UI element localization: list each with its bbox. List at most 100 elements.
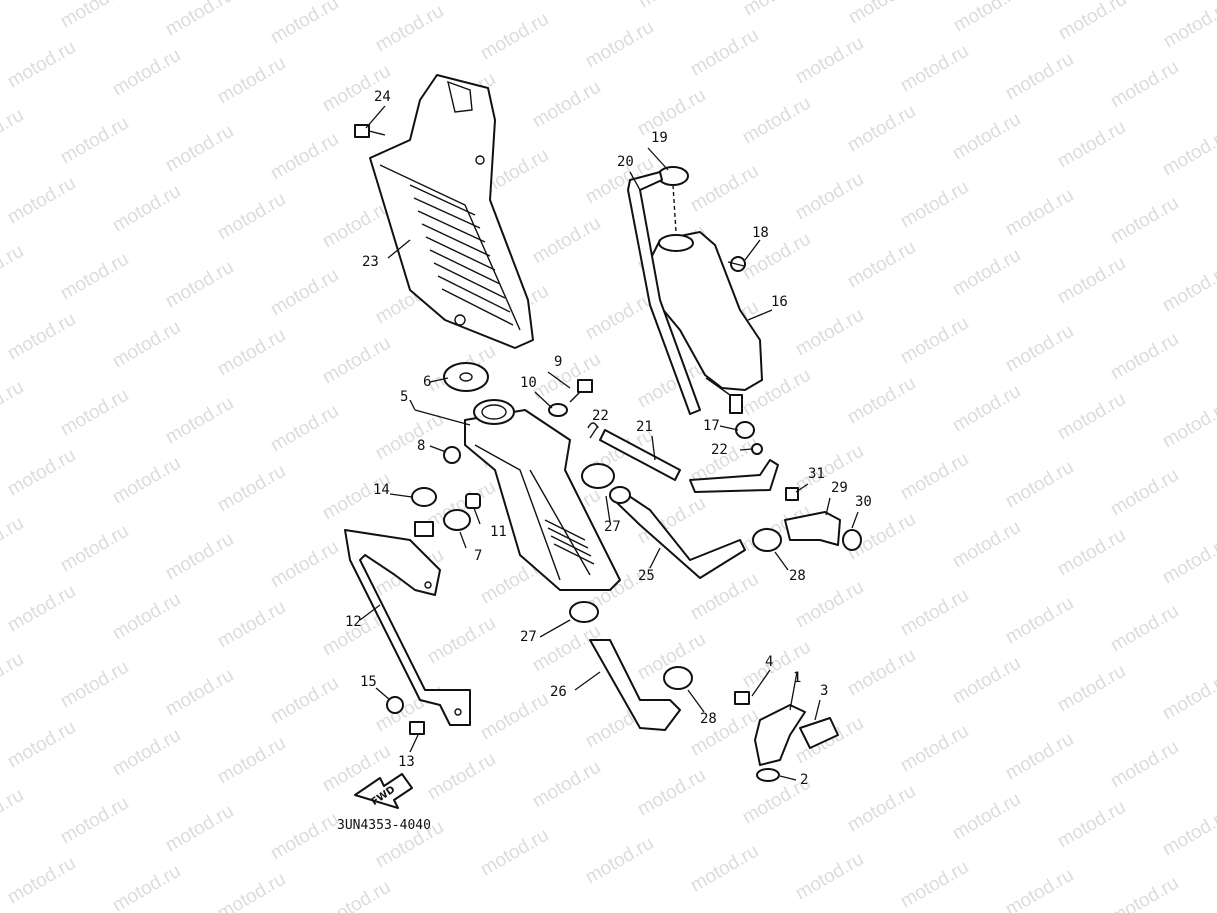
watermark-text: motod.ru [162, 801, 237, 857]
watermark-text: motod.ru [477, 9, 552, 65]
watermark-text: motod.ru [267, 809, 342, 865]
callout-7: 7 [474, 548, 482, 564]
bolt-9 [569, 379, 593, 403]
watermark-text: motod.ru [1054, 797, 1129, 853]
leader-line [375, 687, 391, 701]
o-ring-2 [756, 768, 780, 782]
watermark-text: motod.ru [792, 169, 867, 225]
callout-17: 17 [703, 418, 720, 434]
watermark-text: motod.ru [57, 113, 132, 169]
watermark-text: motod.ru [477, 689, 552, 745]
hose-25 [611, 489, 746, 579]
watermark-text: motod.ru [1159, 669, 1217, 725]
watermark-text: motod.ru [634, 85, 709, 141]
watermark-text: motod.ru [214, 325, 289, 381]
watermark-text: motod.ru [1054, 117, 1129, 173]
leader-line [647, 147, 669, 171]
watermark-text: motod.ru [1107, 737, 1182, 793]
callout-23: 23 [362, 254, 379, 270]
watermark-text: motod.ru [109, 317, 184, 373]
watermark-text: motod.ru [162, 529, 237, 585]
watermark-text: motod.ru [844, 237, 919, 293]
callout-25: 25 [638, 568, 655, 584]
leader-line [747, 309, 773, 321]
leader-line [739, 448, 753, 451]
callout-8: 8 [417, 438, 425, 454]
clip-22-right [751, 443, 763, 455]
watermark-text: motod.ru [162, 121, 237, 177]
callout-11: 11 [490, 524, 507, 540]
bolt-15 [386, 696, 404, 714]
watermark-text: motod.ru [1160, 0, 1217, 52]
fitting-29 [784, 511, 841, 546]
callout-16: 16 [771, 294, 788, 310]
watermark-text: motod.ru [57, 657, 132, 713]
watermark-text: motod.ru [4, 309, 79, 365]
callout-27-lower: 27 [520, 629, 537, 645]
radiator-cover [369, 74, 534, 349]
watermark-text: motod.ru [214, 461, 289, 517]
watermark-text: motod.ru [897, 857, 972, 913]
clamp-27-lower [569, 601, 599, 623]
watermark-text: motod.ru [1002, 49, 1077, 105]
watermark-text: motod.ru [57, 385, 132, 441]
watermark-text: motod.ru [4, 37, 79, 93]
leader-line [414, 409, 471, 426]
leader-line [779, 775, 797, 781]
watermark-text: motod.ru [687, 841, 762, 897]
watermark-text: motod.ru [162, 393, 237, 449]
leader-line [365, 105, 386, 129]
leader-line [547, 371, 571, 389]
watermark-text: motod.ru [267, 537, 342, 593]
watermark-text: motod.ru [372, 409, 447, 465]
watermark-text: motod.ru [372, 1, 447, 57]
watermark-text: motod.ru [1054, 389, 1129, 445]
watermark-text: motod.ru [949, 653, 1024, 709]
leader-line [651, 435, 656, 461]
watermark-text: motod.ru [792, 441, 867, 497]
watermark-text: motod.ru [109, 181, 184, 237]
watermark-text: motod.ru [0, 241, 27, 297]
watermark-text: motod.ru [109, 453, 184, 509]
watermark-text: motod.ru [897, 313, 972, 369]
radiator [464, 399, 621, 591]
clamp-27-upper [581, 463, 615, 489]
watermark-text: motod.ru [739, 637, 814, 693]
leader-line [789, 671, 798, 711]
watermark-text: motod.ru [1159, 805, 1217, 861]
watermark-text: motod.ru [214, 869, 289, 913]
watermark-text: motod.ru [897, 721, 972, 777]
watermark-text: motod.ru [897, 449, 972, 505]
watermark-text: motod.ru [109, 589, 184, 645]
leader-line [795, 483, 809, 493]
watermark-text: motod.ru [582, 17, 657, 73]
watermark-text: motod.ru [1002, 321, 1077, 377]
leader-line [814, 699, 821, 721]
leader-line [589, 425, 599, 439]
callout-13: 13 [398, 754, 415, 770]
watermark-text: motod.ru [267, 673, 342, 729]
watermark-text: motod.ru [162, 257, 237, 313]
callout-28-upper: 28 [789, 568, 806, 584]
watermark-text: motod.ru [529, 757, 604, 813]
callout-21: 21 [636, 419, 653, 435]
watermark-text: motod.ru [4, 717, 79, 773]
watermark-text: motod.ru [792, 33, 867, 89]
watermark-text: motod.ru [635, 0, 710, 12]
watermark-text: motod.ru [214, 53, 289, 109]
watermark-text: motod.ru [1054, 525, 1129, 581]
watermark-text: motod.ru [0, 377, 27, 433]
gasket-3 [799, 717, 839, 749]
watermark-text: motod.ru [1002, 185, 1077, 241]
callout-5: 5 [400, 389, 408, 405]
callout-12: 12 [345, 614, 362, 630]
watermark-text: motod.ru [1054, 661, 1129, 717]
watermark-text: motod.ru [1107, 601, 1182, 657]
watermark-text: motod.ru [4, 581, 79, 637]
watermark-text: motod.ru [1159, 261, 1217, 317]
watermark-text: motod.ru [687, 25, 762, 81]
watermark-text: motod.ru [0, 785, 27, 841]
watermark-text: motod.ru [687, 705, 762, 761]
grommet-14 [411, 487, 437, 507]
watermark-text: motod.ru [897, 585, 972, 641]
